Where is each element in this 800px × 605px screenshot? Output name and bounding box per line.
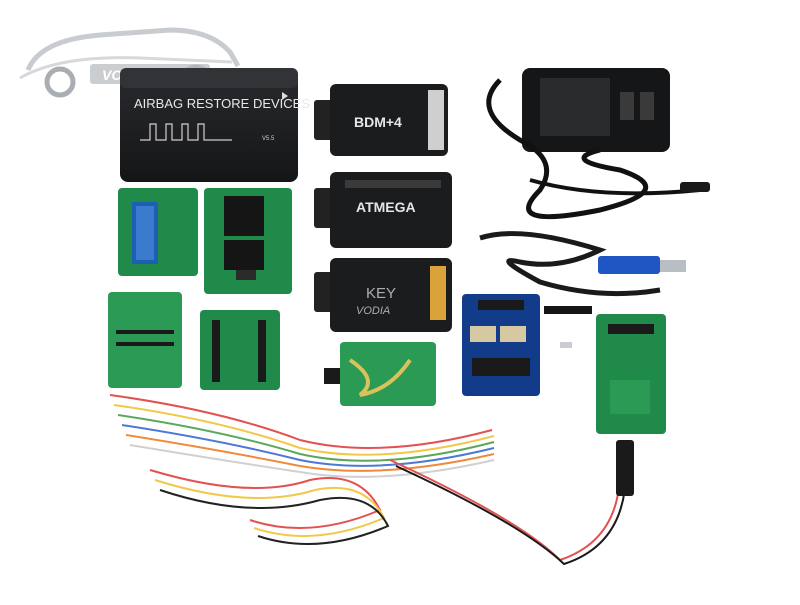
airbag-restore-device-box: AIRBAG RESTORE DEVICES V5.5 <box>120 68 310 182</box>
jumper-wires <box>109 394 627 566</box>
green-adapter-board-3 <box>108 292 182 388</box>
atmega-label: ATMEGA <box>356 199 416 215</box>
main-box-side-label: V5.5 <box>262 136 275 142</box>
usb-cable <box>479 231 686 297</box>
blue-adapter-board <box>462 294 540 396</box>
probe-connector <box>616 440 634 496</box>
green-adapter-board-right <box>596 314 666 434</box>
green-adapter-board-eeprom <box>204 188 292 294</box>
main-box-label: AIRBAG RESTORE DEVICES <box>134 96 310 111</box>
power-adapter <box>486 68 710 220</box>
green-adapter-board-socket <box>118 188 198 276</box>
key-label: KEY <box>366 285 396 302</box>
key-module: KEY VODIA <box>314 258 452 332</box>
bdm-module: BDM+4 <box>314 84 448 156</box>
key-sub-label: VODIA <box>356 305 390 317</box>
bdm-label: BDM+4 <box>354 114 402 130</box>
pin-header-parts <box>544 306 592 348</box>
green-adapter-board-5 <box>324 342 436 406</box>
atmega-module: ATMEGA <box>314 172 452 248</box>
green-adapter-board-4 <box>200 310 280 390</box>
